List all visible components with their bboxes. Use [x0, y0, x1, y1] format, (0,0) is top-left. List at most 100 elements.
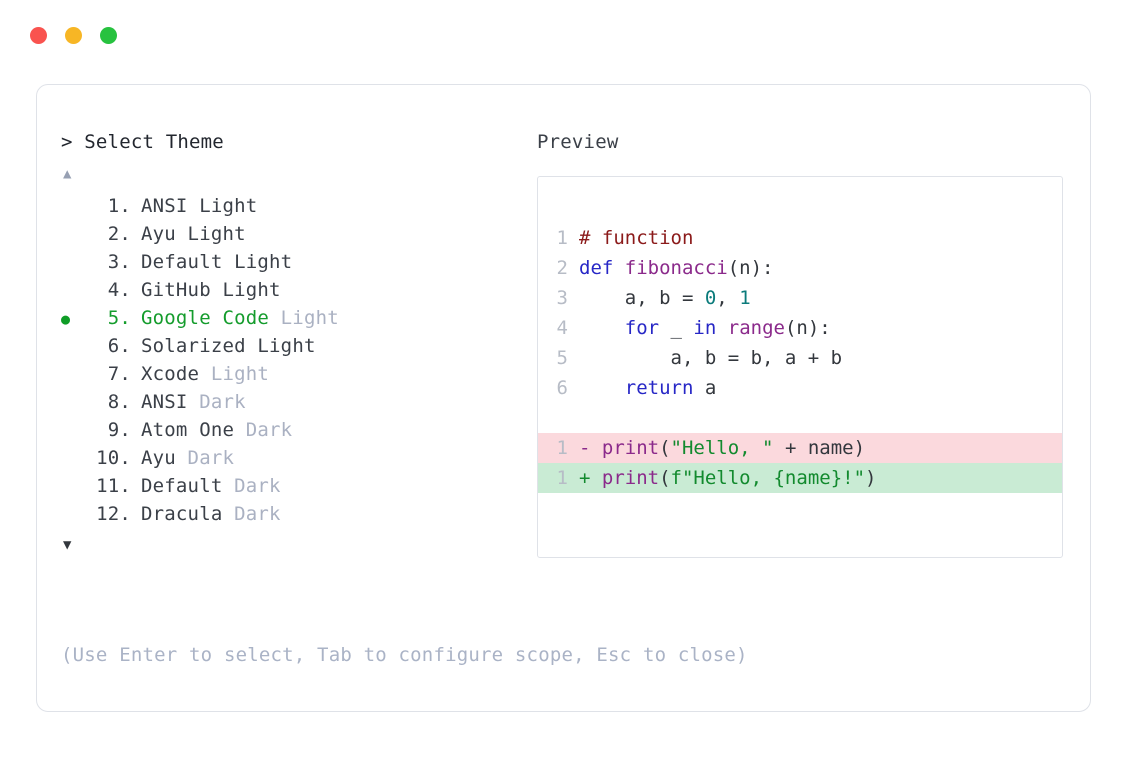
theme-item-number: 5.: [107, 307, 131, 329]
theme-item-variant: Dark: [222, 475, 281, 497]
code-line-text: # function: [579, 223, 693, 253]
theme-list-item[interactable]: ●5.Google Code Light: [61, 304, 531, 332]
theme-item-variant: Dark: [222, 503, 281, 525]
code-token: ): [865, 467, 877, 489]
theme-list-item[interactable]: ● 6. Solarized Light: [61, 332, 531, 360]
code-line-text: def fibonacci(n):: [579, 253, 773, 283]
theme-item-variant: Dark: [175, 447, 235, 469]
theme-list-item[interactable]: ●12.Dracula Dark: [61, 500, 531, 528]
theme-item-name: Solarized: [141, 335, 246, 357]
selected-bullet-icon: ●: [61, 417, 87, 445]
theme-list-item[interactable]: ●8.ANSI Dark: [61, 388, 531, 416]
theme-item-name: Xcode: [141, 363, 200, 385]
selected-bullet-icon: ●: [61, 277, 87, 305]
theme-list-item[interactable]: ● 2. Ayu Light: [61, 220, 531, 248]
theme-item-variant: Light: [175, 223, 246, 245]
line-number: 2: [556, 257, 568, 279]
line-number: 5: [556, 347, 568, 369]
window-titlebar: [30, 27, 117, 44]
theme-item-number: 4.: [107, 279, 131, 301]
preview-label: Preview: [537, 131, 619, 153]
selected-bullet-icon: ●: [61, 473, 87, 501]
theme-list-item[interactable]: ● 11. Default Dark: [61, 472, 531, 500]
code-line-text: a, b = 0, 1: [579, 283, 751, 313]
theme-item-variant: Light: [269, 307, 339, 329]
code-token: in: [693, 317, 717, 339]
theme-item-variant: Light: [245, 335, 316, 357]
code-token: 1: [739, 287, 751, 309]
theme-item-name: ANSI: [141, 195, 188, 217]
theme-list-item[interactable]: ● 7. Xcode Light: [61, 360, 531, 388]
code-line-text: return a: [579, 373, 717, 403]
page-title-text: Select Theme: [84, 131, 224, 153]
scroll-down-icon[interactable]: ▼: [63, 537, 72, 553]
diff-marker: +: [579, 467, 602, 489]
theme-list-item[interactable]: ●10.Ayu Dark: [61, 444, 531, 472]
code-token: ,: [716, 287, 740, 309]
theme-item-number: 11.: [96, 475, 131, 497]
line-number: 3: [556, 287, 568, 309]
theme-list-item[interactable]: ●1.ANSI Light: [61, 192, 531, 220]
selected-bullet-icon: ●: [61, 361, 87, 389]
code-token: # function: [579, 227, 694, 249]
theme-item-variant: Dark: [234, 419, 293, 441]
code-token: print: [601, 437, 660, 459]
code-token: + name): [773, 437, 866, 459]
line-number: 4: [556, 317, 568, 339]
theme-item-name: ANSI: [141, 391, 188, 413]
theme-list: ● 1. ANSI Light ● 2. Ayu Light ● 3. Default Ligh…: [61, 192, 531, 528]
selected-bullet-icon: ●: [61, 221, 87, 249]
selected-bullet-icon: ●: [61, 501, 87, 529]
code-line: 2 def fibonacci(n):: [538, 253, 1062, 283]
code-token: [716, 317, 727, 339]
line-number: 1: [556, 437, 568, 459]
code-line: 6 return a: [538, 373, 1062, 403]
code-token: a, b =: [579, 287, 705, 309]
selected-bullet-icon: ●: [61, 389, 87, 417]
theme-item-name: Ayu: [141, 223, 176, 245]
code-token: def: [579, 257, 625, 279]
code-line: 4 for _ in range(n):: [538, 313, 1062, 343]
theme-list-item[interactable]: ● 4. GitHub Light: [61, 276, 531, 304]
code-line-text: print(f"Hello, {name}!"): [602, 463, 877, 493]
code-line-text: print("Hello, " + name): [602, 433, 865, 463]
theme-item-number: 2.: [107, 223, 131, 245]
code-token: "Hello, ": [670, 437, 774, 459]
theme-item-variant: Light: [210, 279, 281, 301]
minimize-window-icon[interactable]: [65, 27, 82, 44]
keyboard-hint: (Use Enter to select, Tab to configure s…: [61, 644, 748, 666]
theme-item-name: GitHub: [141, 279, 211, 301]
code-token: (: [659, 467, 671, 489]
code-line: 3 a, b = 0, 1: [538, 283, 1062, 313]
theme-item-number: 9.: [107, 419, 131, 441]
selected-bullet-icon: ●: [61, 249, 87, 277]
code-token: (: [659, 437, 671, 459]
theme-item-number: 10.: [96, 447, 131, 469]
code-token: fibonacci: [624, 257, 728, 279]
theme-item-number: 7.: [107, 363, 131, 385]
code-token: (n):: [727, 257, 774, 279]
theme-selector-pane: > Select Theme ▲ ● 1. ANSI Light ● 2. Ayu Lig…: [61, 130, 531, 554]
prompt-symbol: >: [61, 131, 73, 153]
selected-bullet-icon: ●: [61, 445, 87, 473]
theme-item-name: Default: [141, 251, 223, 273]
selected-bullet-icon: ●: [61, 333, 87, 361]
scroll-up-icon[interactable]: ▲: [63, 166, 72, 182]
code-token: a: [693, 377, 717, 399]
theme-item-name: Default: [141, 475, 223, 497]
code-token: return: [624, 377, 694, 399]
theme-list-item[interactable]: ●3.Default Light: [61, 248, 531, 276]
line-number: 6: [556, 377, 568, 399]
maximize-window-icon[interactable]: [100, 27, 117, 44]
theme-item-number: 3.: [107, 251, 131, 273]
theme-list-item[interactable]: ●9.Atom One Dark: [61, 416, 531, 444]
theme-item-variant: Light: [199, 363, 270, 385]
theme-item-number: 1.: [107, 195, 131, 217]
diff-marker: -: [579, 437, 602, 459]
close-window-icon[interactable]: [30, 27, 47, 44]
code-token: 0: [704, 287, 717, 309]
theme-item-number: 6.: [107, 335, 131, 357]
